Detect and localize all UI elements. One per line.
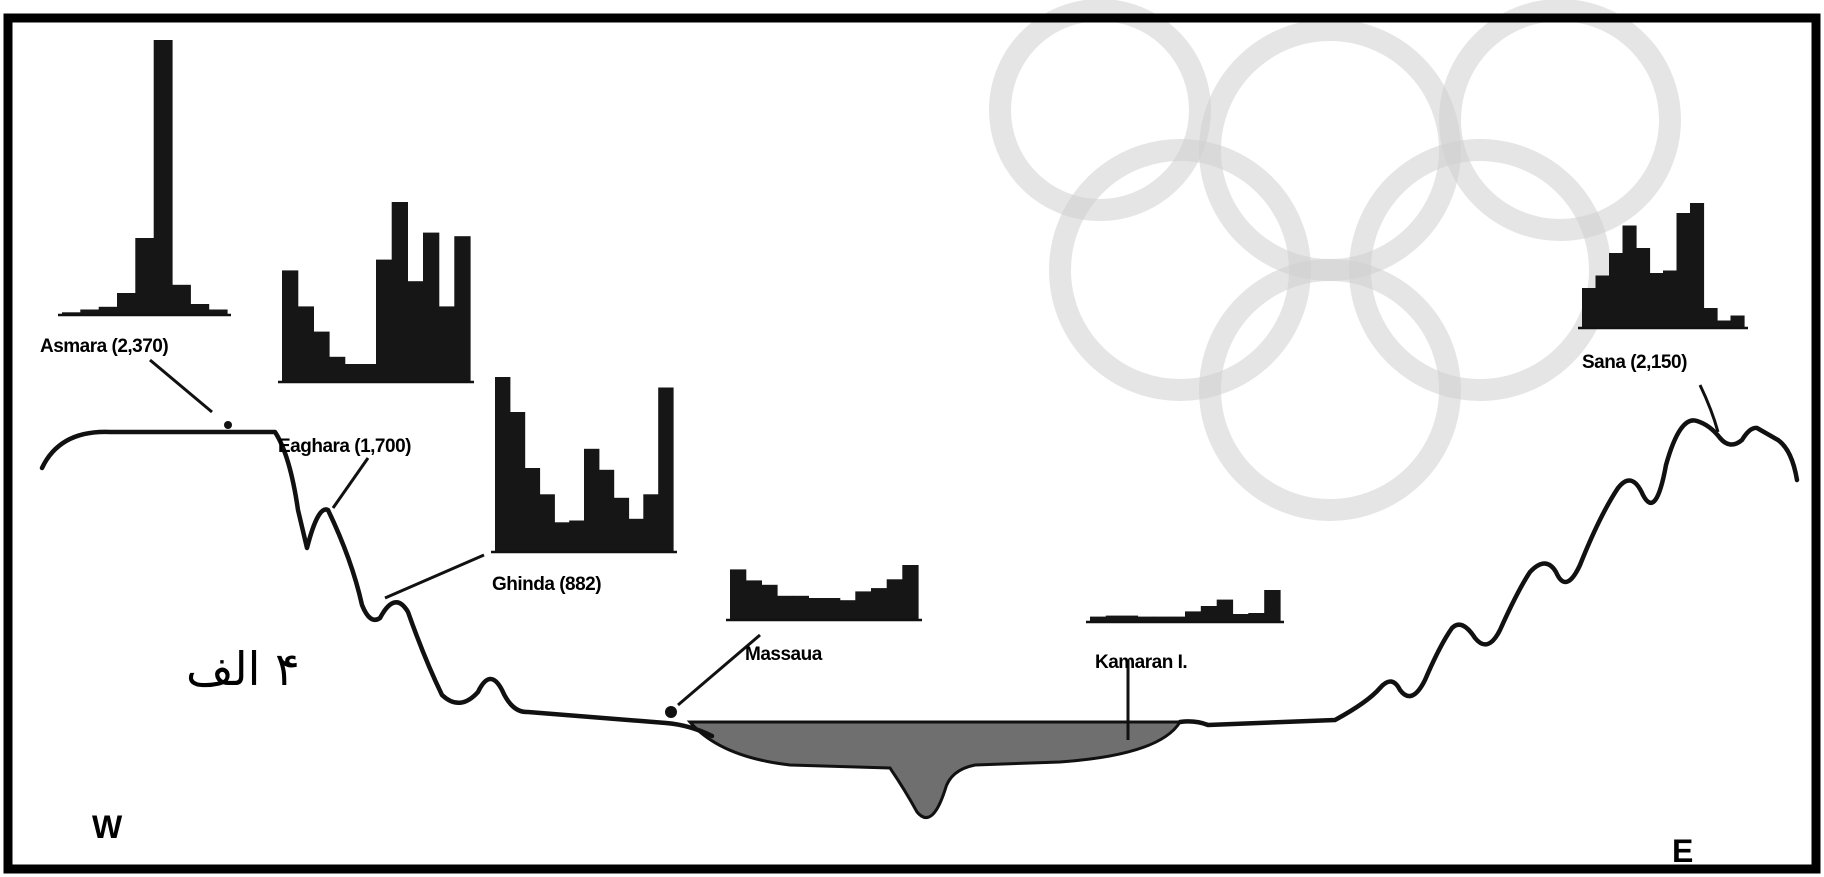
bar-ghinda-2 — [509, 412, 526, 552]
rainfall-chart-kamaran — [1086, 590, 1284, 624]
bar-adi-ugri-8 — [391, 202, 408, 382]
bar-asmara-7 — [172, 284, 191, 316]
leader-sana — [1698, 384, 1720, 433]
bar-sana-7 — [1663, 270, 1678, 328]
bar-sana-8 — [1676, 213, 1691, 328]
bar-ghinda-7 — [584, 448, 600, 553]
rainfall-chart-asmara — [58, 40, 231, 317]
label-asmara: Asmara (2,370) — [40, 336, 168, 357]
rainfall-chart-sana — [1578, 203, 1748, 330]
bar-massaua-6 — [808, 598, 825, 620]
bar-sana-2 — [1595, 275, 1610, 328]
label-sana: Sana (2,150) — [1582, 352, 1687, 373]
bar-ghinda-4 — [539, 494, 555, 553]
bar-kamaran-2 — [1105, 615, 1123, 622]
bar-ghinda-1 — [495, 377, 511, 552]
leader-ghinda — [384, 553, 485, 600]
bar-massaua-10 — [871, 588, 888, 620]
label-adi-ugri: Eaghara (1,700) — [278, 436, 411, 457]
bar-kamaran-11 — [1248, 613, 1265, 622]
bar-asmara-3 — [98, 306, 118, 316]
bar-asmara-1 — [62, 312, 81, 316]
bar-sana-10 — [1703, 308, 1718, 328]
bar-asmara-2 — [80, 309, 100, 315]
figure-frame — [3, 13, 1821, 874]
bar-sana-4 — [1622, 225, 1637, 328]
bar-kamaran-1 — [1090, 616, 1107, 622]
bar-ghinda-12 — [658, 387, 674, 552]
bar-ghinda-6 — [569, 520, 585, 552]
bar-kamaran-8 — [1200, 606, 1218, 622]
bar-kamaran-3 — [1121, 615, 1139, 622]
bar-massaua-7 — [824, 598, 841, 620]
bar-massaua-12 — [902, 565, 919, 620]
bar-sana-5 — [1636, 248, 1651, 328]
west-label: W — [92, 809, 123, 845]
leader-lines — [149, 358, 1720, 740]
bar-sana-12 — [1730, 315, 1745, 328]
bar-kamaran-6 — [1169, 616, 1186, 622]
bar-asmara-5 — [135, 238, 155, 315]
bar-sana-11 — [1717, 320, 1732, 328]
bar-kamaran-12 — [1264, 590, 1281, 622]
leader-adi-ugri — [331, 457, 370, 509]
marker-massaua — [665, 706, 677, 718]
leader-asmara — [149, 358, 213, 414]
bar-kamaran-9 — [1216, 599, 1234, 622]
bar-kamaran-10 — [1232, 614, 1249, 622]
bar-ghinda-11 — [643, 494, 659, 553]
bar-sana-3 — [1609, 253, 1624, 328]
bar-asmara-4 — [117, 293, 136, 315]
rainfall-chart-ghinda — [491, 377, 677, 554]
terrain-profile-line — [39, 418, 1800, 739]
bar-massaua-2 — [745, 580, 762, 620]
bar-massaua-4 — [777, 595, 794, 620]
bar-adi-ugri-11 — [438, 306, 455, 382]
bar-sana-6 — [1649, 273, 1664, 328]
red-sea-water — [686, 720, 1183, 819]
bar-ghinda-10 — [628, 518, 644, 553]
bar-ghinda-8 — [598, 469, 615, 553]
rainfall-chart-adi-ugri — [278, 202, 474, 384]
bar-adi-ugri-10 — [423, 232, 440, 382]
bar-asmara-9 — [208, 309, 228, 315]
bar-adi-ugri-12 — [454, 236, 471, 382]
bar-massaua-3 — [761, 584, 778, 620]
bar-adi-ugri-7 — [376, 259, 393, 382]
leader-massaua — [677, 633, 761, 707]
bar-adi-ugri-5 — [344, 364, 361, 382]
rainfall-chart-massaua — [726, 565, 922, 622]
bar-massaua-8 — [839, 600, 856, 620]
label-ghinda: Ghinda (882) — [492, 574, 601, 595]
bar-kamaran-4 — [1137, 616, 1154, 622]
watermark-emblem-icon — [989, 0, 1681, 521]
bar-ghinda-3 — [524, 468, 541, 552]
bar-massaua-5 — [792, 595, 809, 620]
bar-adi-ugri-4 — [329, 356, 346, 382]
bar-kamaran-5 — [1153, 616, 1170, 622]
bar-sana-1 — [1582, 288, 1597, 328]
figure-number: ۴ الف — [186, 642, 300, 696]
bar-adi-ugri-9 — [407, 281, 424, 382]
bar-asmara-8 — [190, 304, 210, 315]
bar-massaua-11 — [886, 579, 903, 620]
label-kamaran: Kamaran I. — [1095, 652, 1187, 673]
bar-massaua-9 — [855, 591, 872, 620]
label-massaua: Massaua — [745, 644, 823, 665]
bar-adi-ugri-2 — [297, 306, 314, 382]
marker-asmara — [224, 421, 232, 429]
bar-adi-ugri-1 — [282, 270, 299, 382]
bar-asmara-6 — [153, 40, 173, 315]
bar-adi-ugri-3 — [313, 331, 330, 382]
bar-kamaran-7 — [1185, 611, 1202, 622]
bar-ghinda-5 — [554, 522, 570, 553]
bar-adi-ugri-6 — [360, 364, 377, 382]
bar-massaua-1 — [730, 569, 747, 620]
bar-sana-9 — [1690, 203, 1705, 328]
bar-ghinda-9 — [613, 497, 630, 553]
east-label: E — [1672, 833, 1693, 869]
